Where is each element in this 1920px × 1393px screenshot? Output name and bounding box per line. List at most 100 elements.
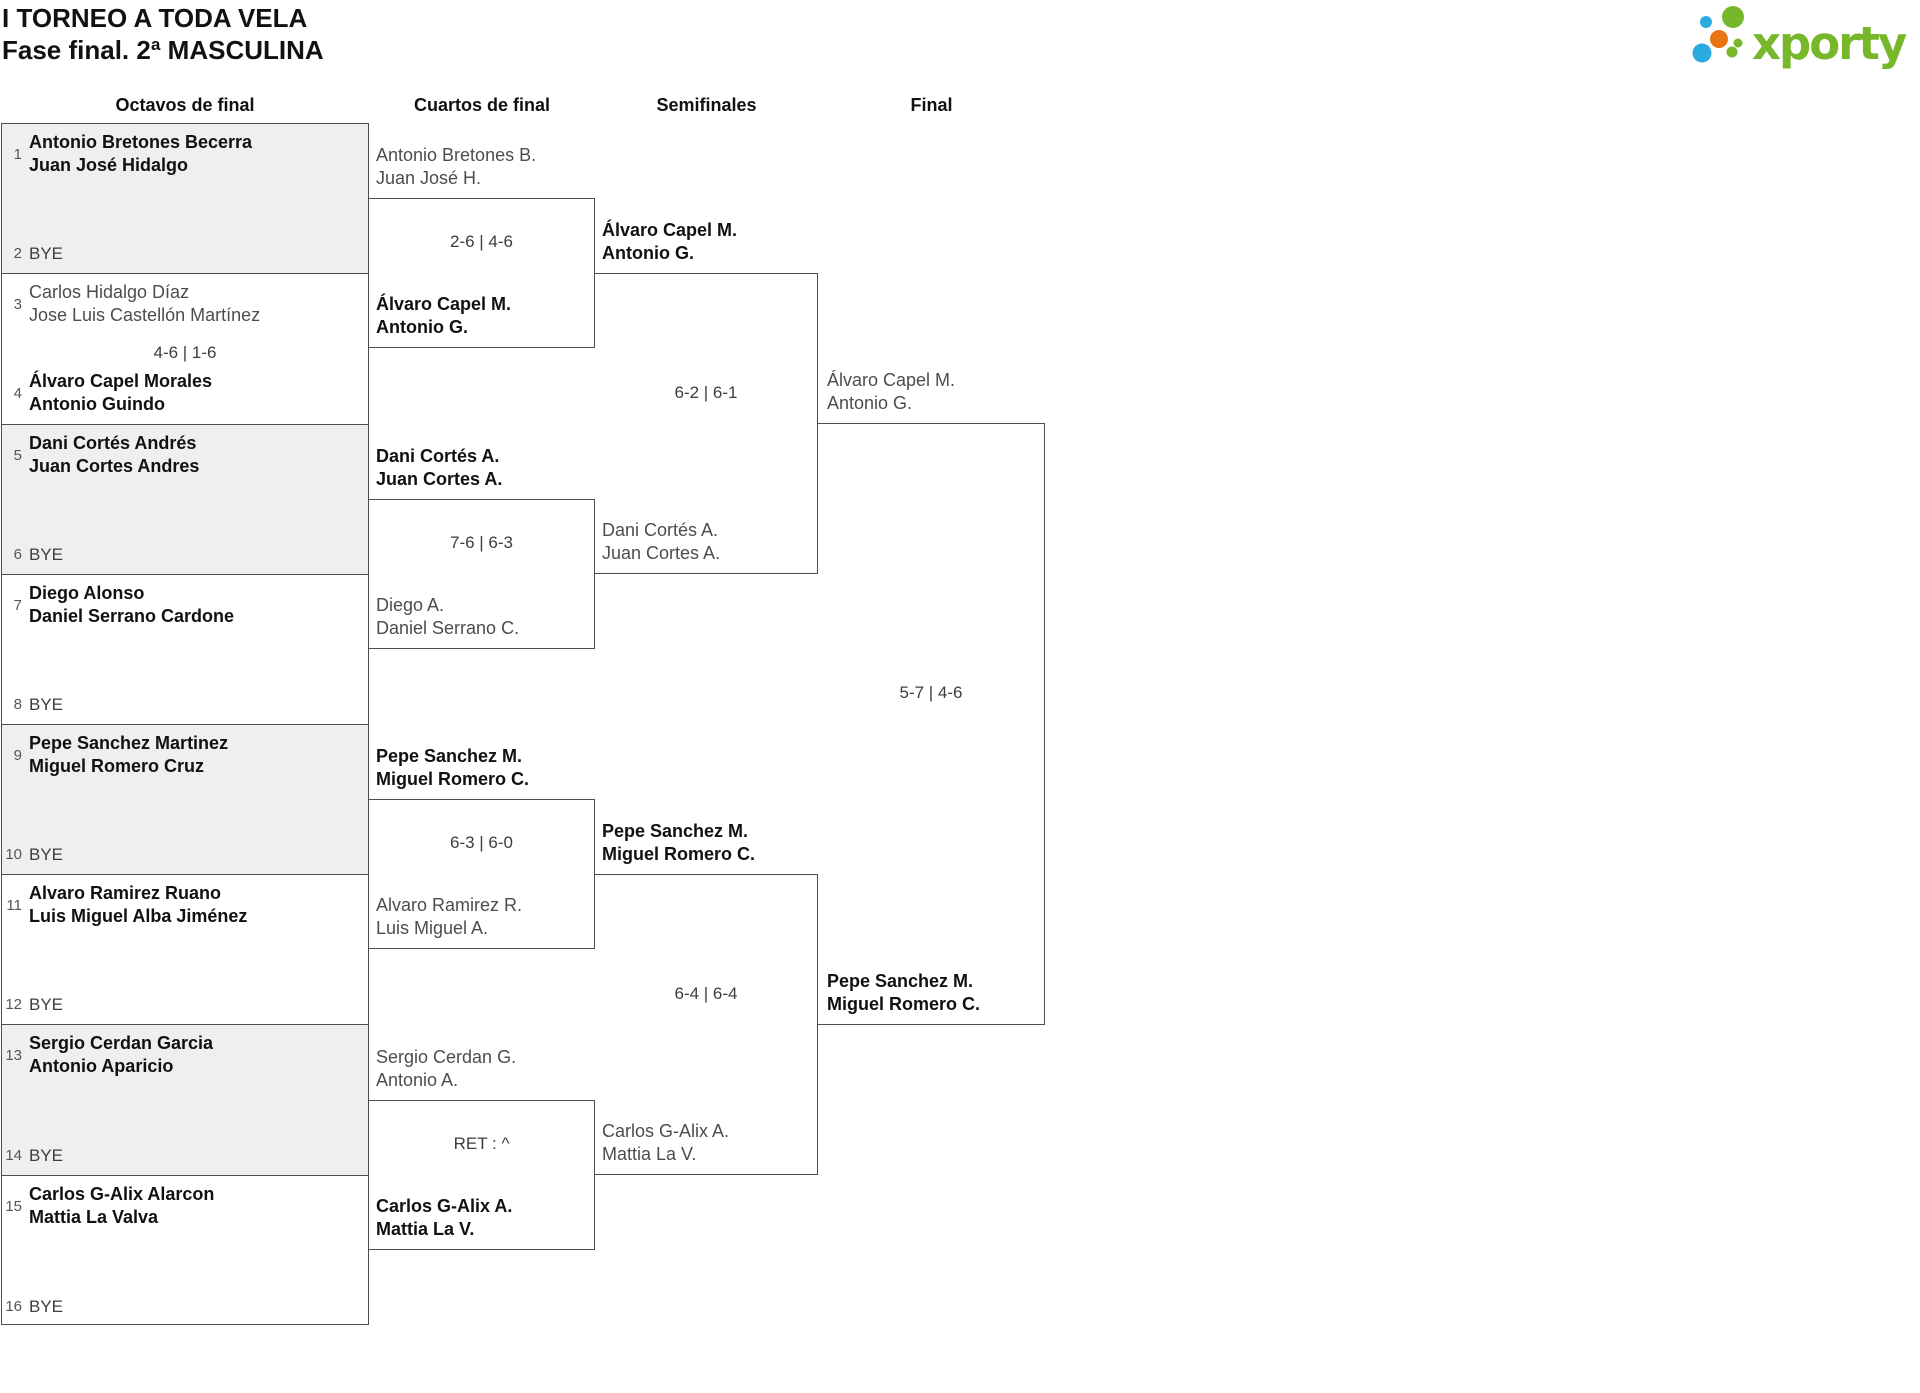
bye-label: BYE <box>29 545 64 564</box>
team-upper: Álvaro Capel M.Antonio G. <box>827 370 956 413</box>
bye-slot: 6 BYE <box>5 543 362 566</box>
semifinal-match-1[interactable]: Álvaro Capel M.Antonio G. 6-2 | 6-1 Dani… <box>595 220 818 574</box>
bye-label: BYE <box>29 695 64 714</box>
team-lower: Diego A.Daniel Serrano C. <box>376 595 520 638</box>
logo-dot-green-small <box>1726 46 1738 58</box>
bye-slot: 16 BYE <box>5 1295 362 1318</box>
match-score: 6-4 | 6-4 <box>674 983 738 1003</box>
seed-number: 7 <box>13 596 22 614</box>
seed-number: 5 <box>13 446 22 464</box>
bye-label: BYE <box>29 1297 64 1316</box>
logo-dot-blue-small <box>1700 16 1712 28</box>
seed-number: 12 <box>5 996 22 1013</box>
team-upper: Pepe Sanchez M.Miguel Romero C. <box>602 821 756 864</box>
logo-dot-green-large <box>1722 6 1744 28</box>
seed-number: 1 <box>13 145 22 163</box>
seed-number: 6 <box>13 546 22 563</box>
team-lower: Pepe Sanchez M.Miguel Romero C. <box>827 971 981 1014</box>
team-upper: Álvaro Capel M.Antonio G. <box>602 220 738 263</box>
team-upper: Pepe Sanchez M.Miguel Romero C. <box>376 746 530 789</box>
seed-number: 11 <box>6 896 22 914</box>
bye-slot: 2 BYE <box>5 242 362 265</box>
match-score: 7-6 | 6-3 <box>449 533 513 552</box>
team-upper: Sergio Cerdan G.Antonio A. <box>376 1047 517 1090</box>
round-header-octavos: Octavos de final <box>115 95 255 115</box>
team-lower: Dani Cortés A.Juan Cortes A. <box>602 520 721 563</box>
team-upper: Dani Cortés A.Juan Cortes A. <box>376 446 503 489</box>
cuartos-match-3[interactable]: Pepe Sanchez M.Miguel Romero C. 6-3 | 6-… <box>369 746 595 949</box>
seed-number: 9 <box>13 746 22 764</box>
phase-subtitle: Fase final. 2ª MASCULINA <box>2 35 324 65</box>
cuartos-match-2[interactable]: Dani Cortés A.Juan Cortes A. 7-6 | 6-3 D… <box>369 446 595 649</box>
bye-slot: 14 BYE <box>5 1144 362 1167</box>
team-upper: Antonio Bretones B.Juan José H. <box>376 145 537 188</box>
logo-wordmark: xporty <box>1752 17 1907 70</box>
seed-number: 14 <box>5 1147 22 1164</box>
team-lower: Carlos G-Alix A.Mattia La V. <box>376 1196 513 1239</box>
bye-slot: 10 BYE <box>5 843 362 866</box>
logo-dot-orange <box>1710 30 1728 48</box>
seed-number: 4 <box>13 384 22 402</box>
logo-dot-blue-large <box>1692 43 1712 63</box>
team-lower: Álvaro Capel M.Antonio G. <box>376 294 512 337</box>
semifinal-match-2[interactable]: Pepe Sanchez M.Miguel Romero C. 6-4 | 6-… <box>595 821 818 1175</box>
cuartos-match-4[interactable]: Sergio Cerdan G.Antonio A. RET : ^ Carlo… <box>369 1047 595 1250</box>
bye-slot: 12 BYE <box>5 993 362 1016</box>
match-score: 6-3 | 6-0 <box>449 833 513 852</box>
tournament-name: I TORNEO A TODA VELA <box>2 3 308 33</box>
logo-dot-green-tiny <box>1733 38 1743 48</box>
cuartos-match-1[interactable]: Antonio Bretones B.Juan José H. 2-6 | 4-… <box>369 145 595 348</box>
seed-number: 8 <box>13 696 22 713</box>
seed-number: 15 <box>5 1197 22 1215</box>
xporty-logo[interactable]: xporty <box>1688 0 1920 72</box>
match-score: RET : ^ <box>453 1134 510 1153</box>
seed-number: 2 <box>13 245 22 262</box>
seed-number: 10 <box>5 846 22 863</box>
final-match[interactable]: Álvaro Capel M.Antonio G. 5-7 | 4-6 Pepe… <box>818 370 1045 1025</box>
team-lower: Alvaro Ramirez R.Luis Miguel A. <box>376 895 523 938</box>
bye-label: BYE <box>29 244 64 263</box>
match-score: 4-6 | 1-6 <box>153 343 217 362</box>
match-score: 5-7 | 4-6 <box>899 683 963 702</box>
bye-label: BYE <box>29 995 64 1014</box>
bye-label: BYE <box>29 845 64 864</box>
team-lower: Carlos G-Alix A.Mattia La V. <box>602 1121 730 1164</box>
match-score: 2-6 | 4-6 <box>449 232 513 251</box>
seed-number: 16 <box>5 1298 22 1315</box>
seed-number: 3 <box>13 295 22 313</box>
seed-number: 13 <box>5 1046 22 1064</box>
round-header-semifinales: Semifinales <box>656 95 757 115</box>
round-header-cuartos: Cuartos de final <box>413 95 551 115</box>
round-header-final: Final <box>910 95 953 115</box>
match-score: 6-2 | 6-1 <box>674 382 738 402</box>
bye-label: BYE <box>29 1146 64 1165</box>
page-title: I TORNEO A TODA VELA Fase final. 2ª MASC… <box>2 2 324 66</box>
